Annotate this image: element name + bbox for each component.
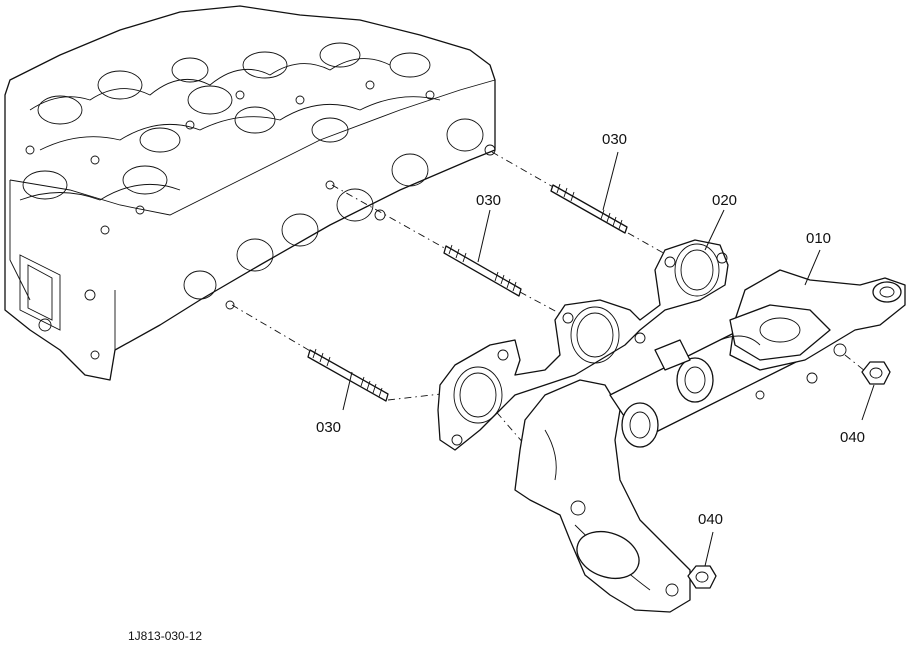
cylinder-head bbox=[4, 5, 496, 381]
callout-stud-upper: 030 bbox=[602, 131, 627, 148]
exhaust-gasket bbox=[437, 239, 729, 451]
callout-stud-middle: 030 bbox=[476, 192, 501, 209]
callout-stud-lower: 030 bbox=[316, 419, 341, 436]
stud-bolt-lower bbox=[307, 348, 389, 402]
stud-bolt-middle bbox=[443, 244, 522, 297]
exhaust-manifold bbox=[514, 269, 906, 613]
nut-right bbox=[861, 361, 891, 385]
stud-bolt-upper bbox=[550, 183, 628, 234]
callout-nut-right: 040 bbox=[840, 429, 865, 446]
callout-nut-bottom: 040 bbox=[698, 511, 723, 528]
callout-manifold: 010 bbox=[806, 230, 831, 247]
leader-lines bbox=[342, 151, 875, 567]
drawing-code: 1J813-030-12 bbox=[128, 629, 202, 643]
nut-bottom bbox=[687, 565, 717, 589]
callout-gasket: 020 bbox=[712, 192, 737, 209]
